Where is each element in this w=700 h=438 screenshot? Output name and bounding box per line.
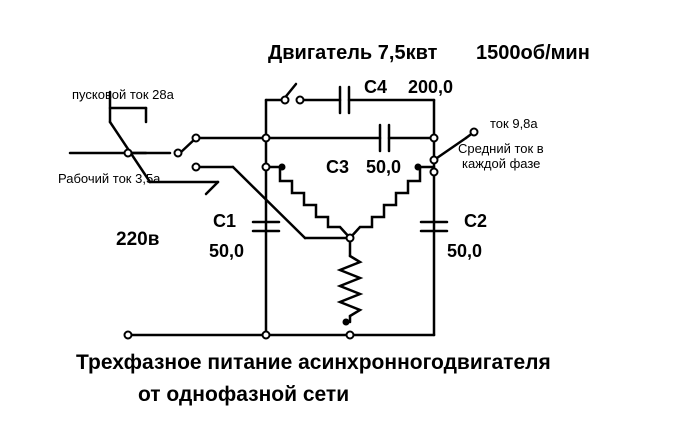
terminal-star-point [345,233,355,243]
left-winding [264,165,352,240]
c3-name: C3 [326,157,350,177]
motor-title: Двигатель 7,5квт [268,42,438,64]
terminal-left-winding [261,162,271,172]
junction-dot-right [414,163,422,171]
terminal-bottom-left [123,330,133,340]
terminal-left-c3 [261,133,271,143]
caption-line2: от однофазной сети [138,383,350,406]
work-current-label: Рабочий ток 3,5а [58,171,161,186]
avg-current-line2: каждой фазе [462,156,541,171]
terminal-input-left [123,148,133,158]
bottom-winding [336,254,364,318]
motor-speed: 1500об/мин [476,42,590,64]
terminal-left-bottom [261,330,271,340]
terminal-right-winding-low [429,167,439,177]
right-winding [348,165,436,240]
terminal-input-top [191,133,201,143]
terminal-input-bottom [191,162,201,172]
terminal-c4-switch-right [295,95,305,105]
c1-name: C1 [213,211,237,231]
terminal-phase-out [469,127,479,137]
terminal-right-winding [429,155,439,165]
junction-dot-left [278,163,286,171]
supply-voltage-label: 220в [116,229,160,250]
phase-current-label: ток 9,8а [490,116,538,131]
c3-value: 50,0 [366,157,402,177]
c1-value: 50,0 [209,241,245,261]
c4-name: C4 [364,77,388,97]
c2-value: 50,0 [447,241,483,261]
terminal-c4-switch-left [280,95,290,105]
phase-output-wire [432,136,468,162]
avg-current-line1: Средний ток в [458,141,544,156]
caption-line1: Трехфазное питание асинхронногодвигателя [76,351,551,374]
junction-dot-bottom [342,318,350,326]
c4-value: 200,0 [408,77,454,97]
run-wire-to-star [231,165,307,240]
start-current-label: пусковой ток 28а [72,87,174,102]
terminal-right-c4 [429,133,439,143]
terminal-input-mid [173,148,183,158]
terminal-bottom-winding [345,330,355,340]
c2-name: C2 [464,211,488,231]
